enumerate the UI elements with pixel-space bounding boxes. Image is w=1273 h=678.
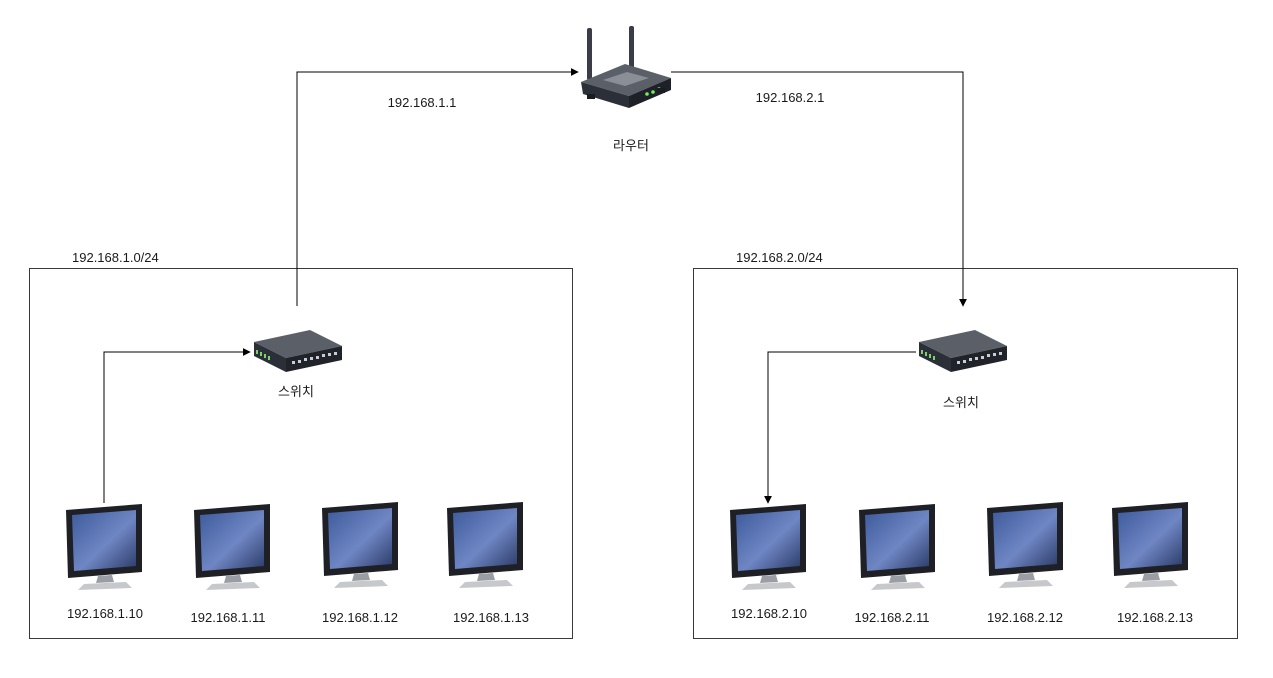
host-label: 192.168.2.10 [731,606,807,621]
monitor-icon[interactable] [1110,500,1190,590]
monitor-icon[interactable] [192,502,272,592]
router-icon[interactable] [577,26,673,112]
host-label: 192.168.2.13 [1117,610,1193,625]
subnet-label-2: 192.168.2.0/24 [736,250,823,265]
host-label: 192.168.1.11 [190,610,266,625]
switch-label-1: 스위치 [278,384,314,399]
host-label: 192.168.2.11 [854,610,930,625]
switch-label-2: 스위치 [943,395,979,410]
host-label: 192.168.1.10 [67,606,143,621]
subnet-box-2 [693,268,1238,639]
monitor-icon[interactable] [985,500,1065,590]
switch-icon[interactable] [917,328,1009,376]
subnet-box-1 [29,268,573,639]
monitor-icon[interactable] [64,502,144,592]
switch-icon[interactable] [252,328,344,376]
monitor-icon[interactable] [445,500,525,590]
monitor-icon[interactable] [320,500,400,590]
gateway-label-2: 192.168.2.1 [755,90,825,105]
monitor-icon[interactable] [728,502,808,592]
host-label: 192.168.1.13 [453,610,529,625]
host-label: 192.168.2.12 [987,610,1063,625]
link-switch2-pc1 [764,351,916,504]
subnet-label-1: 192.168.1.0/24 [72,250,159,265]
gateway-label-1: 192.168.1.1 [387,95,457,110]
router-label: 라우터 [613,138,649,153]
link-router-switch2 [671,71,967,307]
link-switch1-router [296,68,579,306]
host-label: 192.168.1.12 [322,610,398,625]
link-pc1-switch1 [103,348,251,503]
monitor-icon[interactable] [857,502,937,592]
